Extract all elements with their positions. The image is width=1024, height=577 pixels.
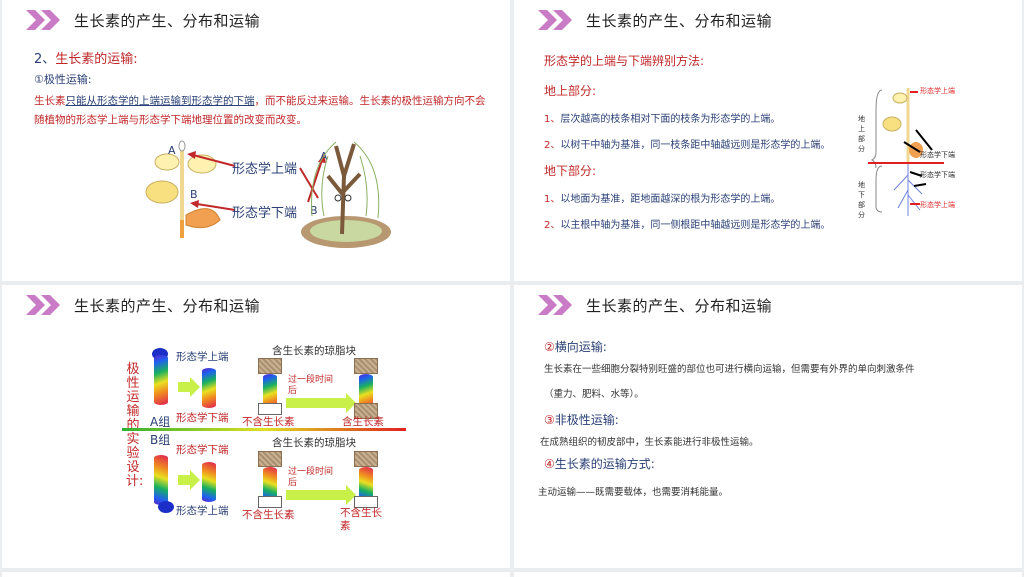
- b-bottom-label: 形态学上端: [176, 505, 229, 517]
- slide-5-partial[interactable]: [2, 572, 510, 577]
- receiver-block-empty: [258, 403, 282, 415]
- below-ground-heading: 地下部分:: [544, 164, 597, 178]
- above-item-2: 2、以树干中轴为基准，同一枝条距中轴越远则是形态学的上端。: [544, 140, 831, 151]
- paragraph: 生长素只能从形态学的上端运输到形态学的下端，而不能反过来运输。生长素的极性运输方…: [34, 95, 486, 126]
- red-arrows: [187, 151, 236, 211]
- agar-block: [354, 358, 378, 374]
- receiver-block-auxin: [354, 403, 378, 419]
- stem-segment-a-result: [359, 374, 373, 410]
- double-chevron-icon: [26, 10, 62, 30]
- stem-segment-a-cut: [202, 368, 216, 408]
- receiver-block-empty: [258, 496, 282, 508]
- slide-title: 生长素的产生、分布和运输: [74, 11, 261, 30]
- green-arrow-icon: [286, 485, 356, 505]
- experiment-vertical-label: 极性运输的实验设计:: [126, 362, 144, 489]
- stem-segment-b-cut: [202, 462, 216, 502]
- plant-root-diagram: 地上部分 地下部分 形态学上端 形态学下端 形态学下端 形态学上端: [858, 87, 955, 219]
- a-bottom-label: 形态学下端: [176, 412, 229, 424]
- method-title: 形态学的上端与下端辨别方法:: [544, 54, 705, 68]
- b-right-result: 不含生长素: [340, 507, 382, 532]
- slide-title: 生长素的产生、分布和运输: [586, 296, 773, 315]
- agar-block: [354, 451, 378, 467]
- a-agar-label: 含生长素的琼脂块: [272, 345, 356, 357]
- group-divider: [122, 428, 406, 431]
- slide-3-experiment[interactable]: 生长素的产生、分布和运输 极性运输的实验设计: 形态学上端 形态学下端 A组 含…: [2, 285, 510, 568]
- a-right-result: 含生长素: [342, 416, 384, 428]
- label-b: B: [190, 188, 198, 201]
- stem-segment-b-exp: [263, 467, 277, 503]
- double-chevron-icon: [538, 10, 574, 30]
- willow-tree-illustration: [298, 136, 392, 250]
- above-item-1: 1、层次越高的枝条相对下面的枝条为形态学的上端。: [544, 114, 781, 125]
- green-arrow-icon: [178, 470, 200, 490]
- green-arrow-icon: [286, 393, 356, 413]
- slide-6-partial[interactable]: [514, 572, 1022, 577]
- transport-mode-text: 主动运输——既需要载体，也需要消耗能量。: [538, 487, 729, 498]
- section-heading: 2、生长素的运输:: [34, 52, 138, 67]
- double-chevron-icon: [26, 295, 62, 315]
- agar-block: [258, 358, 282, 374]
- above-ground-heading: 地上部分:: [544, 84, 597, 98]
- transport-mode-heading: ④生长素的运输方式:: [544, 457, 655, 471]
- subheading: ①极性运输:: [34, 73, 92, 86]
- agar-block: [258, 451, 282, 467]
- stem-segment-b: [154, 455, 168, 505]
- a-time-label: 过一段时间后: [288, 375, 334, 396]
- lateral-transport-text-2: （重力、肥料、水等）。: [544, 389, 644, 400]
- stem-segment-a-exp: [263, 374, 277, 410]
- group-b-label: B组: [150, 433, 171, 447]
- b-top-label: 形态学下端: [176, 444, 229, 456]
- slide-4-other-transport[interactable]: 生长素的产生、分布和运输 ②横向运输: 生长素在一些细胞分裂特别旺盛的部位也可进…: [514, 285, 1022, 568]
- nonpolar-transport-text: 在成熟组织的韧皮部中，生长素能进行非极性运输。: [540, 437, 759, 448]
- shoot-tip-icon: [158, 501, 174, 513]
- plant-illustration: [142, 140, 222, 240]
- label-lower-end: 形态学下端: [232, 206, 298, 221]
- group-a-label: A组: [150, 415, 171, 429]
- stem-segment-b-result: [359, 467, 373, 503]
- green-arrow-icon: [178, 377, 200, 397]
- receiver-block-empty: [354, 496, 378, 508]
- slide-header: 生长素的产生、分布和运输: [26, 293, 260, 317]
- a-top-label: 形态学上端: [176, 351, 229, 363]
- slide-title: 生长素的产生、分布和运输: [586, 11, 773, 30]
- b-agar-label: 含生长素的琼脂块: [272, 437, 356, 449]
- b-time-label: 过一段时间后: [288, 467, 334, 488]
- b-left-result: 不含生长素: [242, 509, 295, 521]
- nonpolar-transport-heading: ③非极性运输:: [544, 413, 619, 427]
- below-item-2: 2、以主根中轴为基准，同一侧根距中轴越远则是形态学的上端。: [544, 220, 831, 231]
- below-item-1: 1、以地面为基准，距地面越深的根为形态学的上端。: [544, 194, 781, 205]
- slide-1-polar-transport[interactable]: 生长素的产生、分布和运输 2、生长素的运输: ①极性运输: 生长素只能从形态学的…: [2, 0, 510, 281]
- lateral-transport-heading: ②横向运输:: [544, 340, 607, 354]
- slide-header: 生长素的产生、分布和运输: [538, 8, 772, 32]
- slide-header: 生长素的产生、分布和运输: [538, 293, 772, 317]
- slide-title: 生长素的产生、分布和运输: [74, 296, 261, 315]
- stem-segment-a: [154, 355, 168, 405]
- lateral-transport-text-1: 生长素在一些细胞分裂特别旺盛的部位也可进行横向运输，但需要有外界的单向刺激条件: [544, 364, 915, 375]
- label-upper-end: 形态学上端: [232, 162, 298, 177]
- slide-2-identification[interactable]: 生长素的产生、分布和运输 形态学的上端与下端辨别方法: 地上部分: 1、层次越高…: [514, 0, 1022, 281]
- double-chevron-icon: [538, 295, 574, 315]
- label-b-tree: B: [310, 204, 318, 217]
- label-a: A: [168, 144, 176, 157]
- slide-header: 生长素的产生、分布和运输: [26, 8, 260, 32]
- a-left-result: 不含生长素: [242, 416, 295, 428]
